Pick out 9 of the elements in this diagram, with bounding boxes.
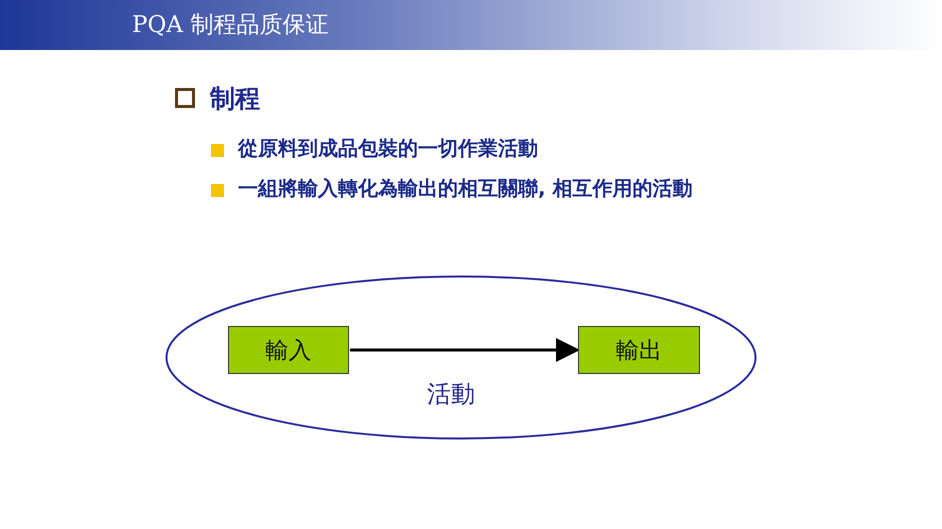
oval-label: 活動 bbox=[427, 379, 475, 410]
process-box: 輸出 bbox=[578, 326, 700, 374]
process-box: 輸入 bbox=[228, 326, 349, 374]
bullet-text: 一組將輸入轉化為輸出的相互關聯, 相互作用的活動 bbox=[238, 175, 693, 202]
section-heading: 制程 bbox=[210, 83, 260, 115]
slide-title: PQA 制程品质保证 bbox=[132, 11, 328, 40]
arrow bbox=[350, 338, 580, 362]
oval-boundary bbox=[165, 275, 757, 440]
bullet-text: 從原料到成品包裝的一切作業活動 bbox=[238, 135, 538, 162]
